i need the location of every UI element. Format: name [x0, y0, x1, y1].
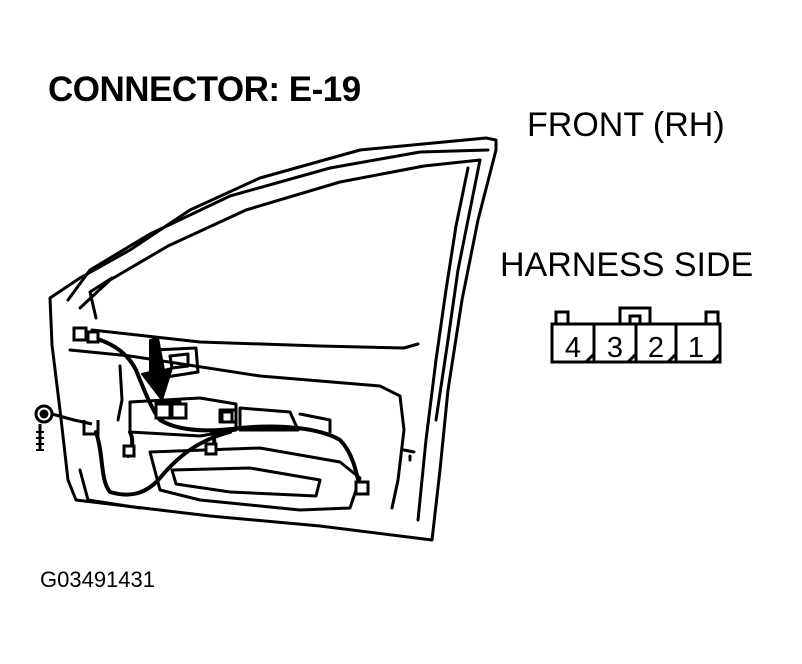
pin-3: 3 — [607, 332, 623, 364]
window-frame-inner — [78, 158, 482, 422]
harness-side-label: HARNESS SIDE — [500, 246, 754, 284]
wiring-harness — [74, 332, 362, 490]
pin-2: 2 — [648, 332, 664, 364]
door-pocket — [148, 446, 362, 512]
location-label: FRONT (RH) — [527, 106, 725, 144]
connector-title: CONNECTOR: E-19 — [48, 70, 361, 109]
window-frame-outer — [66, 148, 490, 302]
door-outer-outline — [48, 136, 498, 542]
window-belt-line — [90, 328, 420, 350]
pin-1: 1 — [688, 332, 704, 364]
pointer-arrow — [141, 337, 173, 401]
grommet-icon — [34, 404, 100, 450]
connector-face — [550, 306, 722, 364]
figure-code: G03491431 — [40, 567, 155, 592]
pin-4: 4 — [565, 332, 581, 364]
connector-e19 — [154, 402, 172, 420]
